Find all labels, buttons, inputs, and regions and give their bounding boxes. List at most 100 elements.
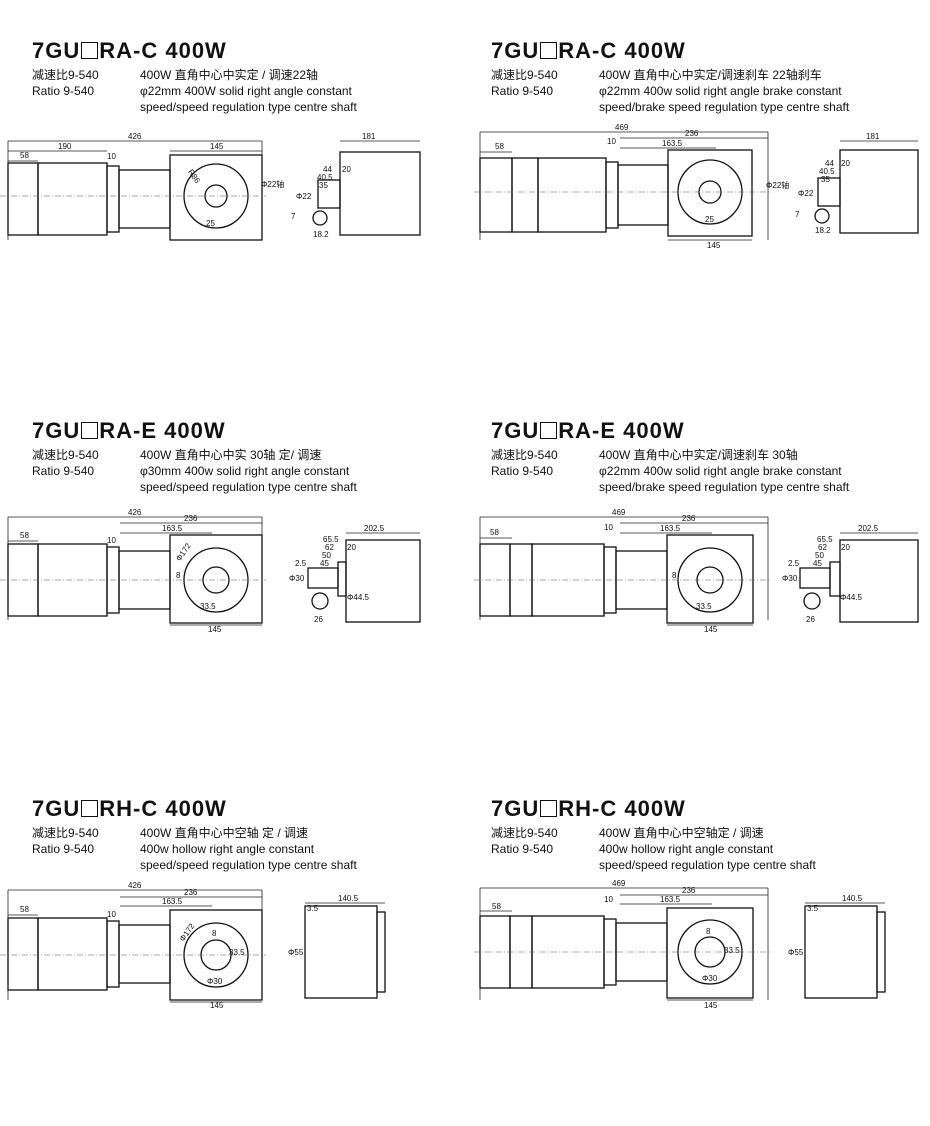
key-section — [803, 592, 821, 610]
dim-key: 8 — [176, 571, 181, 580]
dim-head: 145 — [707, 241, 721, 250]
desc-en-1: φ22mm 400W solid right angle constant — [140, 84, 352, 98]
ratio-en: Ratio 9-540 — [491, 84, 554, 98]
drawing-ra-e-brake: 469 236 163.5 58 10 8 33.5 145 202.5 65.… — [474, 508, 919, 634]
shaft-label: Φ22轴 — [766, 180, 789, 190]
dim-2-5: 2.5 — [295, 559, 307, 568]
dim-35: 35 — [319, 181, 328, 190]
dim-flange-gap: 10 — [107, 152, 116, 161]
dim-cap: 58 — [492, 902, 501, 911]
dim-key-h: 18.2 — [313, 230, 329, 239]
dim-key: 7 — [795, 210, 800, 219]
dim-3-5: 3.5 — [807, 904, 819, 913]
dim-bore: Φ30 — [207, 977, 223, 986]
shaft-label: Φ22轴 — [261, 179, 284, 189]
model-code-box — [540, 800, 558, 817]
dim-side-len: 140.5 — [338, 894, 359, 903]
dim-20: 20 — [841, 159, 850, 168]
dim-head: 145 — [210, 142, 224, 151]
desc-cn: 400W 直角中心中实定/调速刹车 30轴 — [599, 448, 798, 462]
dim-side-len: 202.5 — [858, 524, 879, 533]
desc-en-2: speed/speed regulation type centre shaft — [140, 858, 357, 872]
desc-cn: 400W 直角中心中空轴定 / 调速 — [599, 826, 764, 840]
gear-head — [667, 149, 753, 237]
side-view-shaft — [317, 179, 341, 209]
ratio-en: Ratio 9-540 — [491, 842, 554, 856]
dim-shaft-pos: 236 — [184, 514, 198, 523]
dim-cap: 58 — [495, 142, 504, 151]
desc-en-2: speed/speed regulation type centre shaft — [140, 100, 357, 114]
dim-key-h: 18.2 — [815, 226, 831, 235]
desc-en-1: φ22mm 400w solid right angle brake const… — [599, 84, 842, 98]
dim-center: 33.5 — [229, 948, 245, 957]
dim-shaft-off: 163.5 — [162, 524, 183, 533]
ratio-en: Ratio 9-540 — [491, 464, 554, 478]
side-view-cover — [876, 911, 886, 993]
model-code-box — [81, 422, 99, 439]
dim-50: 50 — [322, 551, 331, 560]
side-view-cover — [376, 911, 386, 993]
dim-key: 8 — [212, 929, 217, 938]
gear-head — [666, 534, 754, 624]
drawing-rh-c-left: 426 236 163.5 58 10 Φ172 8 33.5 Φ30 145 … — [0, 881, 386, 1010]
dim-head: 145 — [208, 625, 222, 634]
dim-shaft-pos: 236 — [682, 514, 696, 523]
dim-flange-gap: 10 — [107, 536, 116, 545]
dim-flange-gap: 10 — [107, 910, 116, 919]
gear-head — [169, 534, 263, 624]
dim-shaft-off: 163.5 — [662, 139, 683, 148]
dim-shaft-off: 163.5 — [162, 897, 183, 906]
side-view-body — [804, 905, 878, 999]
dim-45: 45 — [813, 559, 822, 568]
dim-40: 40.5 — [317, 173, 333, 182]
dim-45: 45 — [320, 559, 329, 568]
desc-cn: 400W 直角中心中空轴 定 / 调速 — [140, 826, 309, 840]
dim-hub: Φ55 — [288, 948, 304, 957]
dim-shaft-off: 163.5 — [660, 524, 681, 533]
desc-en-2: speed/speed regulation type centre shaft — [140, 480, 357, 494]
dim-shaft-pos: 236 — [685, 129, 699, 138]
dim-motor: 190 — [58, 142, 72, 151]
drawing-ra-c-brake: 469 236 163.5 58 10 25 145 181 44 40.5 3… — [474, 123, 919, 250]
key-section — [814, 208, 830, 224]
dim-head: 145 — [210, 1001, 224, 1010]
dim-head: 145 — [704, 1001, 718, 1010]
dim-total: 469 — [612, 508, 626, 517]
dim-center: 33.5 — [200, 602, 216, 611]
dim-35: 35 — [821, 175, 830, 184]
dim-flange: Φ44.5 — [347, 593, 370, 602]
brake-end-cap — [479, 915, 511, 989]
dim-shaft-pos: 236 — [682, 886, 696, 895]
dim-44: 44 — [323, 165, 332, 174]
dim-center: 33.5 — [696, 602, 712, 611]
dim-65: 65.5 — [817, 535, 833, 544]
dim-shaft: Φ22 — [296, 192, 312, 201]
dim-cap: 58 — [490, 528, 499, 537]
dim-20: 20 — [347, 543, 356, 552]
dim-key-h: 26 — [314, 615, 323, 624]
dim-bolt: 25 — [705, 215, 714, 224]
dim-total: 469 — [612, 879, 626, 888]
dim-head: 145 — [704, 625, 718, 634]
model-code-box — [540, 42, 558, 59]
desc-en-1: 400w hollow right angle constant — [140, 842, 315, 856]
drawing-ra-c-constant: 426 190 58 10 145 R86 25 181 44 40.5 35 … — [0, 132, 421, 241]
dim-total: 469 — [615, 123, 629, 132]
dim-40: 40.5 — [819, 167, 835, 176]
dim-2-5: 2.5 — [788, 559, 800, 568]
dim-flange-gap: 10 — [604, 895, 613, 904]
desc-cn: 400W 直角中心中实 30轴 定/ 调速 — [140, 448, 322, 462]
dim-cap: 58 — [20, 531, 29, 540]
dim-key: 7 — [291, 212, 296, 221]
dim-bolt: 25 — [206, 219, 215, 228]
drawing-rh-c-right: 469 236 163.5 58 10 8 33.5 Φ30 145 140.5… — [474, 879, 886, 1010]
ratio-cn: 减速比9-540 — [32, 826, 99, 840]
desc-cn: 400W 直角中心中实定/调速刹车 22轴刹车 — [599, 68, 822, 82]
ratio-cn: 减速比9-540 — [491, 826, 558, 840]
